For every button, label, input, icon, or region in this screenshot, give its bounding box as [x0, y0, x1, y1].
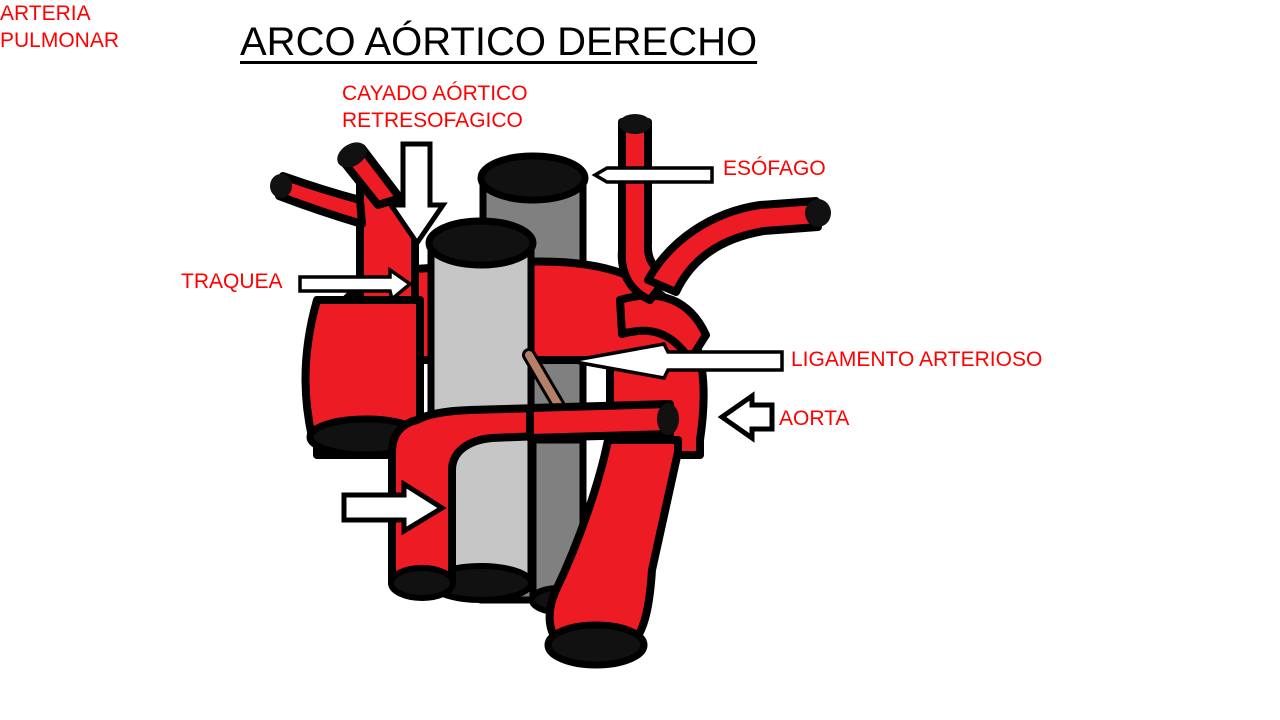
- pointer-esofago: [591, 166, 714, 184]
- page-title: ARCO AÓRTICO DERECHO: [240, 20, 758, 64]
- pointer-arteria-pulmonar: [341, 479, 447, 536]
- pointer-ligamento-arterioso: [569, 342, 784, 380]
- label-cayado-aortico: CAYADO AÓRTICO RETRESOFAGICO: [342, 82, 528, 132]
- label-traquea: TRAQUEA: [181, 270, 283, 293]
- pointer-aorta: [717, 391, 775, 443]
- label-ligamento-arterioso: LIGAMENTO ARTERIOSO: [791, 348, 1043, 371]
- left-subclavian-artery: [644, 197, 831, 296]
- pulmonary-artery: [388, 400, 679, 601]
- label-esofago: ESÓFAGO: [723, 157, 826, 180]
- pointer-traquea: [298, 266, 413, 303]
- label-arteria-pulmonar: ARTERIA PULMONAR: [0, 2, 120, 52]
- descending-aorta: [544, 436, 682, 669]
- label-aorta: AORTA: [779, 407, 850, 430]
- pointer-cayado-aortico: [386, 141, 448, 248]
